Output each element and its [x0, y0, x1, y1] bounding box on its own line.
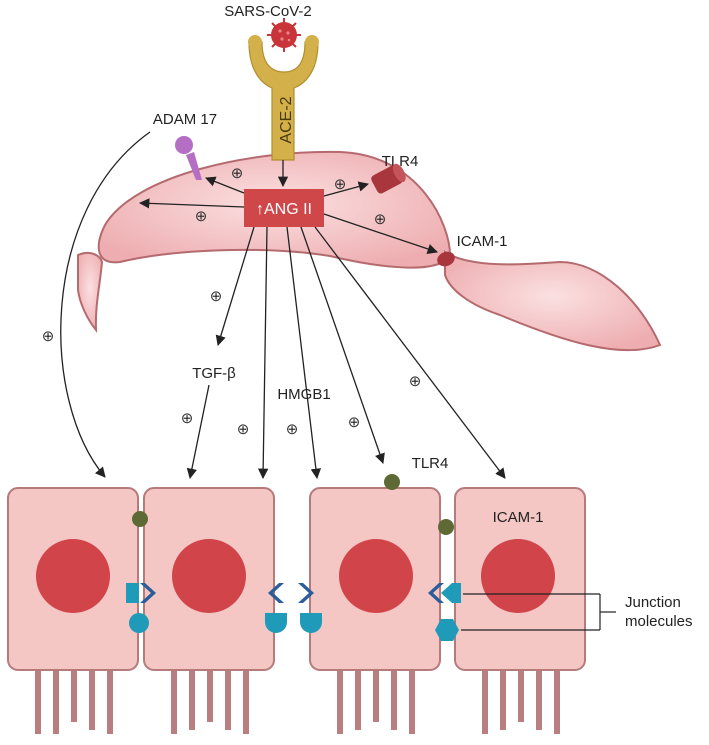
junction-molecules	[126, 474, 461, 641]
icam1-cell-label: ICAM-1	[493, 509, 544, 526]
sars-cov-2-virus-icon	[267, 18, 301, 52]
arrow-to-tlr4-cell	[300, 226, 385, 464]
arrow-to-icam1-cell	[314, 226, 506, 479]
tlr4-dot-icon	[384, 474, 400, 490]
plus-markers: ⊕ ⊕ ⊕ ⊕ ⊕ ⊕ ⊕ ⊕ ⊕ ⊕ ⊕	[42, 165, 422, 438]
nucleus	[36, 539, 110, 613]
tlr4-cell-label: TLR4	[412, 455, 449, 472]
icam1-top-marker-icon	[437, 251, 455, 267]
junction-square-icon	[126, 583, 139, 603]
blood-vessel	[77, 150, 662, 352]
arrow-to-vessel-left	[138, 198, 245, 209]
arrow-to-hmgb1	[286, 226, 322, 480]
plus-icon: ⊕	[237, 421, 250, 438]
angii-box	[244, 189, 324, 227]
nucleus	[172, 539, 246, 613]
plus-icon: ⊕	[409, 373, 422, 390]
arrow-to-adam17	[205, 176, 245, 194]
junction-chevron-icon	[441, 583, 461, 603]
plus-icon: ⊕	[210, 288, 223, 305]
microvilli	[35, 668, 560, 734]
angii-label: ↑ANG II	[256, 201, 312, 218]
tgfb-label: TGF-β	[192, 365, 236, 382]
arrow-tgfb-to-cell2	[186, 384, 210, 480]
plus-icon: ⊕	[42, 328, 55, 345]
plus-icon: ⊕	[334, 176, 347, 193]
epithelial-cells	[7, 487, 586, 734]
arrow-adam17-to-cell1	[60, 131, 151, 478]
arrow-to-tlr4	[323, 181, 370, 197]
vessel-left-stub	[77, 252, 104, 334]
tlr4-receptor-icon	[371, 163, 406, 194]
arrow-to-cell2	[257, 226, 269, 480]
adam17-receptor-icon	[175, 136, 202, 180]
tlr4-dot-icon	[132, 511, 148, 527]
plus-icon: ⊕	[286, 421, 299, 438]
junction-chevron-icon	[428, 583, 444, 603]
plus-icon: ⊕	[195, 208, 208, 225]
plus-icon: ⊕	[374, 211, 387, 228]
hmgb1-label: HMGB1	[277, 386, 330, 403]
nucleus	[339, 539, 413, 613]
plus-icon: ⊕	[231, 165, 244, 182]
angii-arrows	[60, 131, 506, 480]
junction-hexagon-icon	[435, 619, 459, 641]
plus-icon: ⊕	[181, 410, 194, 427]
plus-icon: ⊕	[348, 414, 361, 431]
ace2-receptor-icon	[248, 35, 319, 161]
ace2-label: ACE-2	[278, 96, 295, 143]
junction-round-icon	[300, 613, 322, 633]
junction-chevron-icon	[298, 583, 314, 603]
junction-chevron-icon	[140, 583, 156, 603]
icam1-top-label: ICAM-1	[457, 233, 508, 250]
junction-round-icon	[265, 613, 287, 633]
adam17-label: ADAM 17	[153, 111, 217, 128]
junction-label-line2: molecules	[625, 613, 693, 630]
arrow-to-icam1-top	[323, 213, 438, 254]
junction-label-line1: Junction	[625, 594, 681, 611]
vessel-right-segment	[444, 250, 662, 352]
nucleus	[481, 539, 555, 613]
virus-label: SARS-CoV-2	[224, 3, 312, 20]
junction-chevron-icon	[268, 583, 284, 603]
tlr4-dot-icon	[438, 519, 454, 535]
junction-bracket	[461, 593, 616, 631]
arrow-to-tgfb	[215, 226, 255, 346]
tlr4-top-label: TLR4	[382, 153, 419, 170]
junction-round-icon	[129, 613, 149, 633]
